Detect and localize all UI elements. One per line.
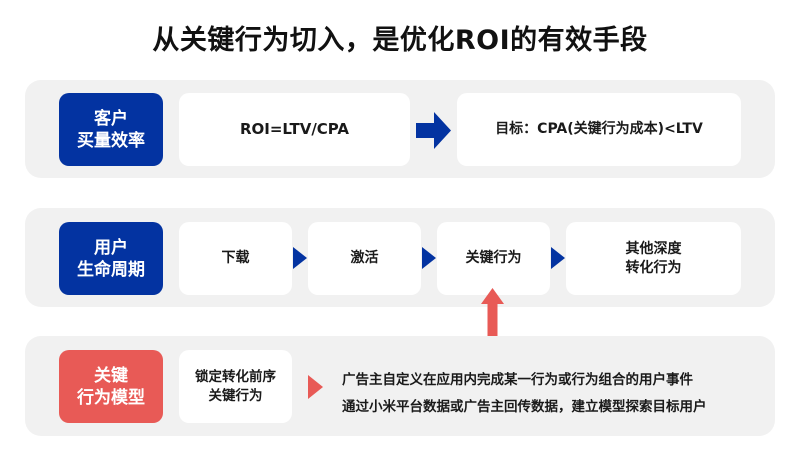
step-key-behavior: 关键行为: [437, 222, 550, 295]
description-line-1: 广告主自定义在应用内完成某一行为或行为组合的用户事件: [342, 372, 693, 388]
label-line-1: 关键: [94, 365, 128, 386]
box-line-1: 锁定转化前序: [195, 368, 276, 385]
right-block-arrow-icon: [416, 112, 451, 149]
triangle-right-icon: [308, 375, 323, 399]
label-line-2: 买量效率: [77, 130, 145, 151]
step-download: 下载: [179, 222, 292, 295]
roi-formula: ROI=LTV/CPA: [239, 120, 350, 138]
label-line-2: 生命周期: [77, 259, 145, 280]
row-label-customer-efficiency: 客户 买量效率: [59, 93, 163, 166]
row-label-key-behavior-model: 关键 行为模型: [59, 350, 163, 423]
step-activate: 激活: [308, 222, 421, 295]
step-label: 关键行为: [465, 250, 522, 266]
label-line-1: 用户: [94, 237, 128, 258]
row-label-user-lifecycle: 用户 生命周期: [59, 222, 163, 295]
step-deep-conversion: 其他深度 转化行为: [566, 222, 741, 295]
label-line-2: 行为模型: [77, 387, 145, 408]
step-label: 激活: [350, 250, 379, 266]
step-label: 下载: [221, 250, 250, 266]
goal-text: 目标：CPA(关键行为成本)<LTV: [495, 121, 703, 137]
triangle-right-icon: [551, 247, 565, 269]
box-line-2: 关键行为: [208, 387, 263, 404]
roi-formula-box: ROI=LTV/CPA: [179, 93, 410, 166]
step-label-line-1: 其他深度: [625, 240, 682, 257]
goal-box: 目标：CPA(关键行为成本)<LTV: [457, 93, 741, 166]
description-line-2: 通过小米平台数据或广告主回传数据，建立模型探索目标用户: [342, 399, 707, 415]
page-title: 从关键行为切入，是优化ROI的有效手段: [152, 25, 648, 56]
triangle-right-icon: [422, 247, 436, 269]
label-line-1: 客户: [94, 108, 128, 129]
up-arrow-icon: [481, 288, 504, 344]
triangle-right-icon: [293, 247, 307, 269]
step-label-line-2: 转化行为: [625, 259, 682, 276]
lock-key-behavior-box: 锁定转化前序 关键行为: [179, 350, 292, 423]
